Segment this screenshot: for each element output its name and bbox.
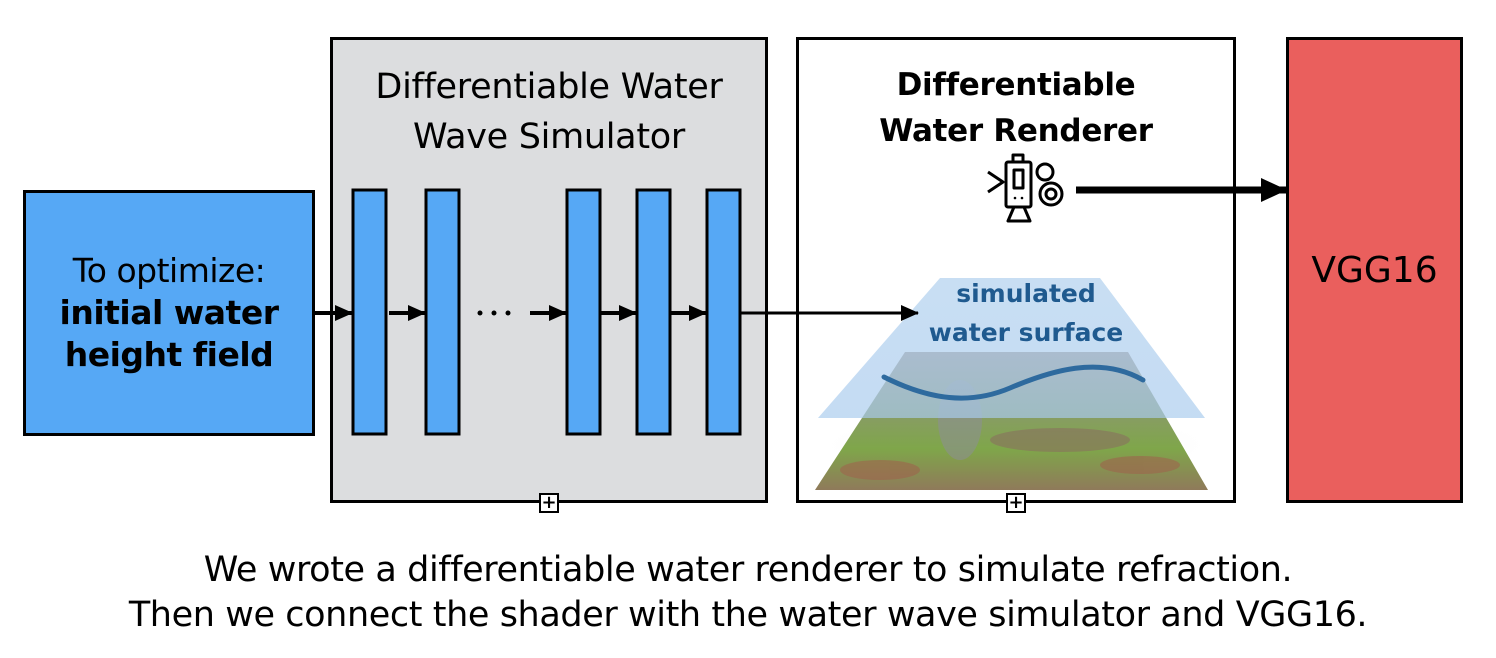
- renderer-title: Differentiable Water Renderer: [799, 62, 1233, 154]
- ellipsis-icon: [477, 310, 511, 316]
- input-label-line3: height field: [64, 335, 274, 374]
- simulator-title-line1: Differentiable Water: [375, 67, 723, 107]
- simulator-title: Differentiable Water Wave Simulator: [333, 62, 765, 162]
- sim-layer-5: [705, 188, 742, 436]
- caption-line1: We wrote a differentiable water renderer…: [203, 550, 1293, 590]
- sim-layer-2: [424, 188, 461, 436]
- movie-camera-icon: [987, 153, 1064, 223]
- water-surface-illustration: simulated water surface: [815, 278, 1216, 490]
- vgg16-label: VGG16: [1311, 249, 1438, 291]
- sim-layer-1: [351, 188, 388, 436]
- renderer-expand-icon[interactable]: +: [1006, 493, 1026, 513]
- surface-label-line1: simulated: [956, 279, 1096, 308]
- renderer-title-line1: Differentiable: [896, 67, 1136, 103]
- sim-layer-4: [635, 188, 672, 436]
- water-wave-simulator-block: Differentiable Water Wave Simulator: [330, 37, 768, 503]
- input-height-field-block: To optimize: initial water height field: [23, 190, 315, 436]
- surface-label-line2: water surface: [929, 318, 1123, 347]
- renderer-title-line2: Water Renderer: [879, 113, 1153, 149]
- simulator-layers: [351, 188, 742, 436]
- simulator-expand-icon[interactable]: +: [539, 493, 559, 513]
- vgg16-block: VGG16: [1286, 37, 1463, 503]
- sim-layer-3: [565, 188, 602, 436]
- simulator-title-line2: Wave Simulator: [413, 117, 685, 157]
- input-label-line2: initial water: [59, 293, 279, 332]
- caption-line2: Then we connect the shader with the wate…: [128, 595, 1368, 635]
- input-label-prefix: To optimize:: [72, 251, 266, 290]
- wave-curve: [881, 364, 1146, 401]
- figure-caption: We wrote a differentiable water renderer…: [0, 548, 1496, 638]
